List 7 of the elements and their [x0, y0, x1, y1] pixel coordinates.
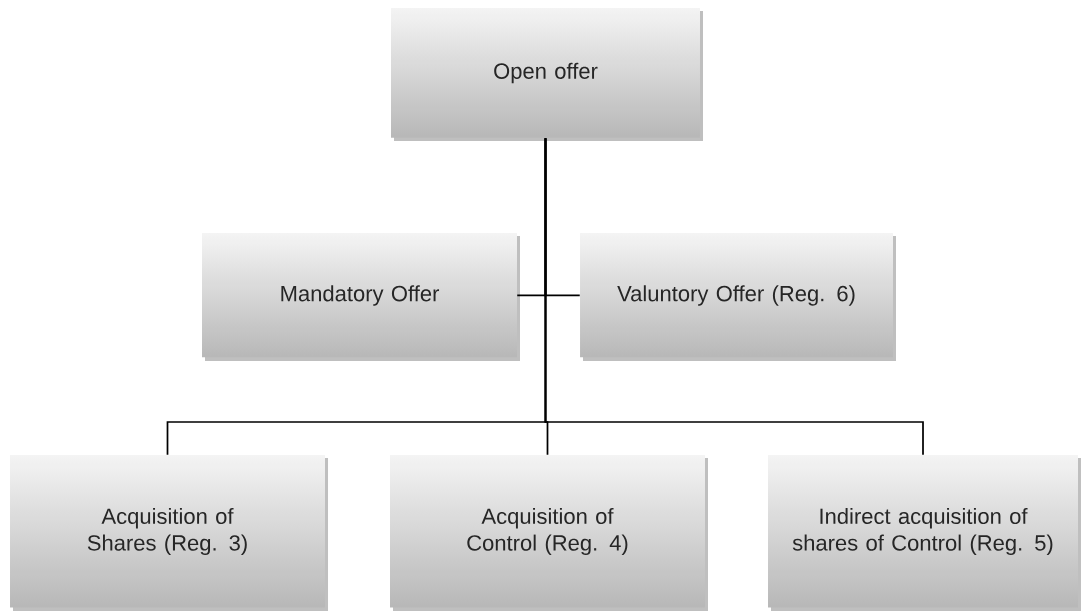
process-box: Acquisition of Shares (Reg. 3) [10, 455, 328, 611]
process-box: Open offer [391, 8, 703, 141]
process-box: Acquisition of Control (Reg. 4) [390, 455, 708, 611]
connector-line [544, 137, 924, 456]
process-box: Mandatory Offer [202, 233, 520, 361]
process-box: Valuntory Offer (Reg. 6) [580, 233, 896, 361]
process-box: Indirect acquisition of shares of Control (Reg. 5) [768, 455, 1081, 611]
